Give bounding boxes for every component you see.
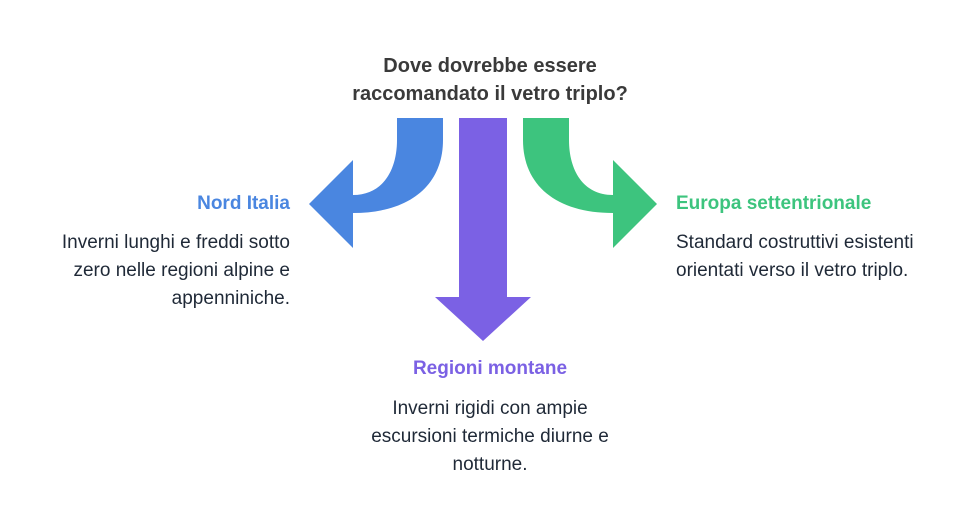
option-title-nord-italia: Nord Italia: [197, 193, 290, 214]
desc-line: orientati verso il vetro triplo.: [676, 260, 909, 281]
option-desc-nord-italia: Inverni lunghi e freddi sotto zero nelle…: [62, 229, 290, 313]
desc-line: Inverni rigidi con ampie: [392, 398, 588, 419]
left-arrow: [309, 118, 443, 248]
right-arrow: [523, 118, 657, 248]
question-title: Dove dovrebbe essere raccomandato il vet…: [290, 52, 690, 108]
desc-line: zero nelle regioni alpine e: [73, 260, 290, 281]
desc-line: notturne.: [452, 454, 528, 475]
question-line-1: Dove dovrebbe essere: [383, 55, 597, 77]
option-title-regioni-montane: Regioni montane: [412, 358, 568, 379]
center-arrow: [435, 118, 531, 341]
option-desc-regioni-montane: Inverni rigidi con ampie escursioni term…: [290, 395, 690, 479]
desc-line: appenniniche.: [171, 288, 290, 309]
desc-line: Standard costruttivi esistenti: [676, 232, 914, 253]
desc-line: escursioni termiche diurne e: [371, 426, 609, 447]
option-desc-europa-settentrionale: Standard costruttivi esistenti orientati…: [676, 229, 914, 285]
question-line-2: raccomandato il vetro triplo?: [352, 83, 628, 105]
option-title-europa-settentrionale: Europa settentrionale: [676, 193, 872, 214]
desc-line: Inverni lunghi e freddi sotto: [61, 232, 290, 253]
